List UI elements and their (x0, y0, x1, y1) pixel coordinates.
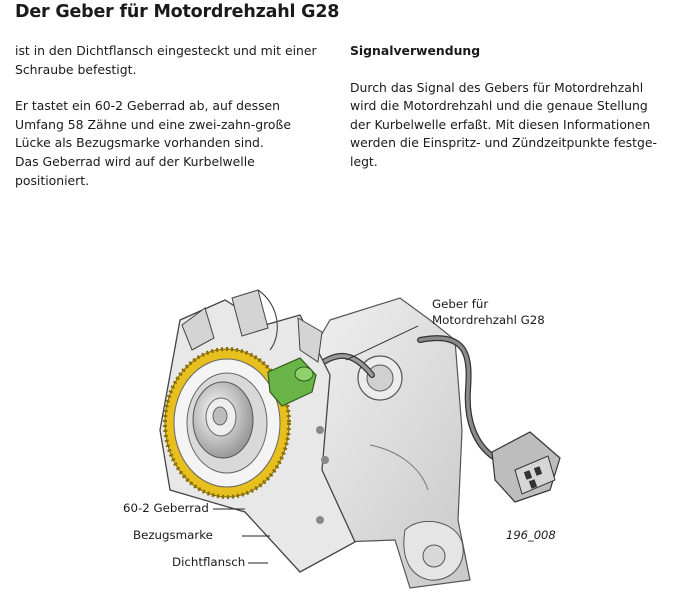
gear-wheel (163, 347, 291, 499)
leader-sensor (345, 325, 419, 361)
flange-lug (231, 289, 269, 337)
text-line: Das Geberrad wird auf der Kurbelwelle (15, 153, 255, 169)
label-sensor-line1: Geber für (432, 297, 489, 311)
flange-lug (181, 307, 215, 351)
text-line: wird die Motordrehzahl und die genaue St… (350, 98, 648, 114)
paragraph-mounting: ist in den Dichtflansch eingesteckt und … (15, 42, 333, 79)
paragraph-signal-use: Durch das Signal des Gebers für Motordre… (350, 79, 668, 172)
speed-sensor-g28 (267, 357, 317, 407)
text-line: positioniert. (15, 172, 90, 188)
illustration-drawing (159, 289, 561, 589)
text-line: legt. (350, 153, 378, 169)
section-heading: Signalverwendung (350, 43, 481, 58)
left-text-column: ist in den Dichtflansch eingesteckt und … (15, 42, 333, 190)
text-line: der Kurbelwelle erfaßt. Mit diesen Infor… (350, 116, 651, 132)
label-sensor-line2: Motordrehzahl G28 (432, 313, 545, 327)
right-text-column: Signalverwendung Durch das Signal des Ge… (350, 42, 668, 172)
figure-id: 196_008 (506, 528, 556, 542)
text-line: Lücke als Bezugsmarke vorhanden sind. (15, 135, 264, 151)
label-gear-wheel: 60-2 Geberrad (123, 501, 209, 515)
label-sealing-flange: Dichtflansch (172, 555, 246, 569)
page-title: Der Geber für Motordrehzahl G28 (15, 2, 340, 22)
label-reference-mark: Bezugsmarke (133, 528, 213, 542)
sensor-connector (491, 431, 561, 503)
label-sensor: Geber für Motordrehzahl G28 (432, 296, 545, 328)
bolt-boss (422, 544, 446, 568)
text-line: Durch das Signal des Gebers für Motordre… (350, 79, 644, 95)
text-line: Schraube befestigt. (15, 61, 137, 77)
engine-speed-sensor-illustration: Geber für Motordrehzahl G28 60-2 Geberra… (0, 280, 683, 590)
flange-lug (297, 317, 323, 363)
text-line: Er tastet ein 60-2 Geberrad ab, auf dess… (15, 98, 281, 114)
paragraph-wheel: Er tastet ein 60-2 Geberrad ab, auf dess… (15, 97, 333, 190)
text-line: Umfang 58 Zähne und eine zwei-zahn-große (15, 116, 291, 132)
text-line: ist in den Dichtflansch eingesteckt und … (15, 43, 317, 58)
text-line: werden die Einspritz- und Zündzeitpunkte… (350, 135, 657, 151)
